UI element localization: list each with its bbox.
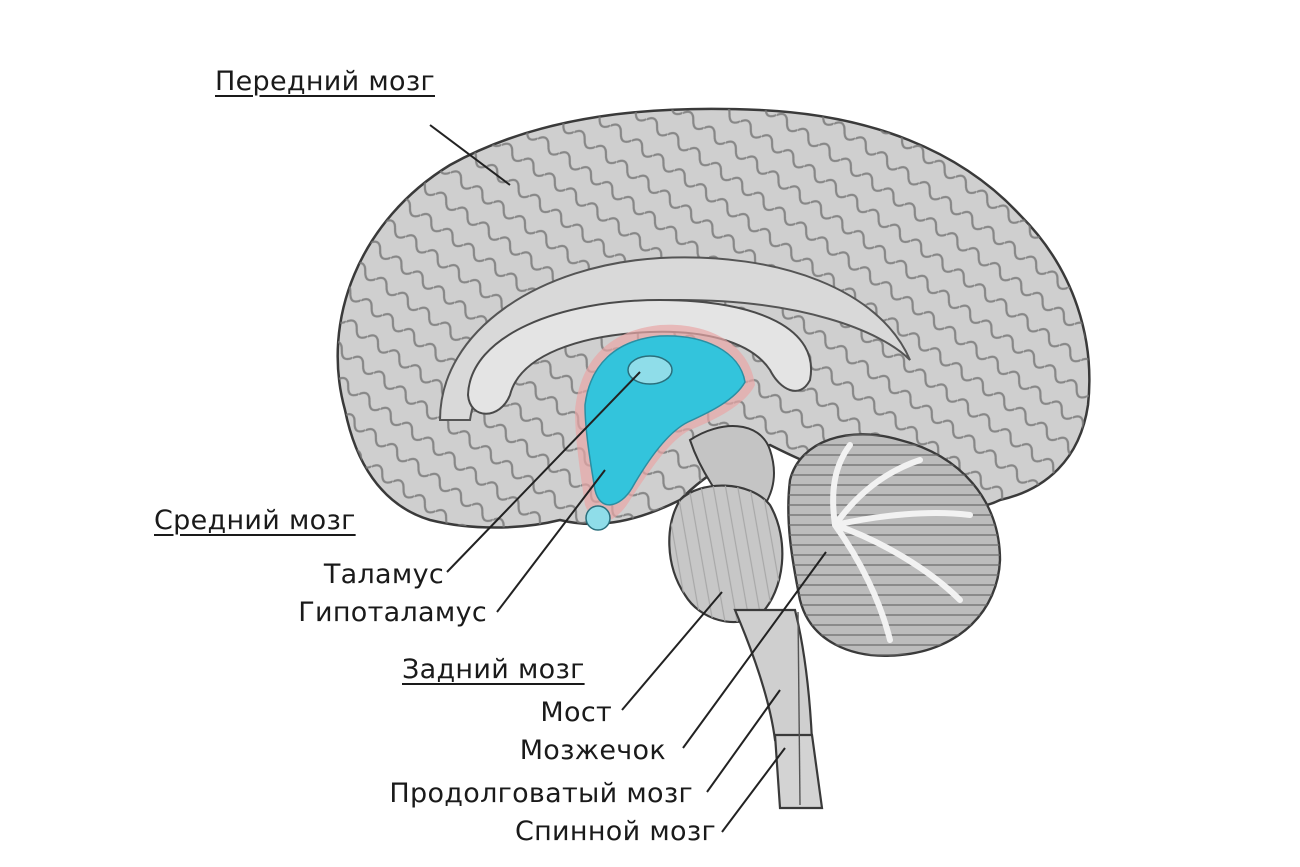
leader-hypothalamus	[496, 469, 606, 613]
label-medulla: Продолговатый мозг	[389, 778, 693, 809]
label-thalamus: Таламус	[323, 559, 444, 590]
cerebrum	[336, 107, 1091, 529]
label-cerebellum: Мозжечок	[519, 735, 666, 766]
medulla-shape	[733, 608, 814, 742]
leader-cerebellum	[682, 551, 827, 749]
label-midbrain: Средний мозг	[154, 505, 356, 536]
arbor-vitae	[830, 442, 973, 643]
leader-medulla	[706, 689, 781, 793]
thalamus-highlight	[584, 335, 746, 506]
leader-pons	[621, 591, 723, 711]
thalamus-region	[575, 324, 755, 531]
spinal-cord-shape	[773, 733, 824, 810]
cerebellum-folia-texture	[788, 434, 1000, 656]
leader-spinal-cord	[721, 747, 786, 833]
label-hindbrain: Задний мозг	[402, 654, 585, 685]
pons-texture	[669, 485, 783, 623]
leader-lines	[429, 124, 827, 833]
spinal-midline	[797, 611, 801, 806]
leader-forebrain	[429, 124, 511, 186]
label-hypothalamus: Гипоталамус	[298, 597, 487, 628]
cerebellum	[787, 433, 1002, 657]
pituitary-gland	[585, 505, 611, 531]
leader-thalamus	[446, 371, 641, 573]
label-forebrain: Передний мозг	[215, 66, 435, 97]
brainstem	[668, 425, 824, 810]
corpus-callosum	[466, 298, 813, 415]
label-spinal-cord: Спинной мозг	[514, 816, 716, 847]
label-pons: Мост	[540, 697, 612, 728]
thalamus-nucleus	[627, 355, 673, 385]
